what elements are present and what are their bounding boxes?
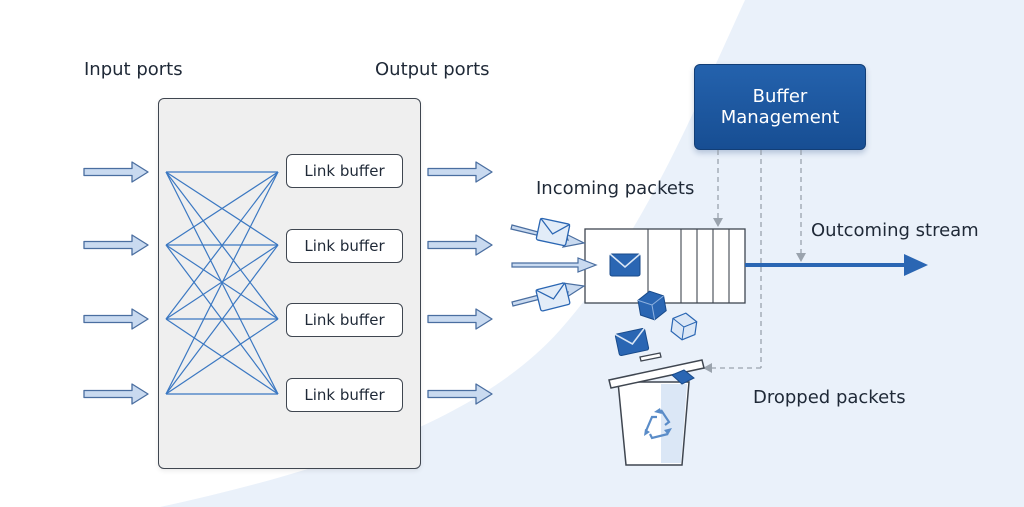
- dropped-packets-label: Dropped packets: [753, 387, 906, 408]
- crossbar-link: [165, 318, 279, 395]
- output-queue: [584, 228, 746, 304]
- crossbar-link: [165, 244, 279, 395]
- control-arrowheads: [703, 218, 806, 373]
- cube-icon: [637, 290, 667, 321]
- crossbar-link: [165, 171, 279, 246]
- crossbar-mesh: [165, 171, 279, 395]
- output-port-arrows: [427, 161, 493, 405]
- outcoming-stream-arrow: [745, 254, 928, 276]
- output-ports-label: Output ports: [375, 59, 490, 80]
- link-buffer-3: Link buffer: [286, 303, 403, 337]
- envelope-icon: [609, 253, 641, 277]
- input-ports-label: Input ports: [84, 59, 183, 80]
- trash-bin-icon: [608, 352, 705, 466]
- link-buffer-4: Link buffer: [286, 378, 403, 412]
- link-buffer-1: Link buffer: [286, 154, 403, 188]
- crossbar-link: [165, 171, 279, 320]
- recycle-icon: [644, 408, 672, 440]
- cube-icon: [670, 312, 698, 341]
- envelope-icon: [535, 282, 571, 312]
- crossbar-link: [165, 171, 279, 395]
- buffer-management-box: Buffer Management: [694, 64, 866, 150]
- buffer-management-line2: Management: [720, 107, 840, 128]
- envelope-icon: [535, 217, 571, 247]
- buffer-management-control-lines: [710, 150, 802, 369]
- input-port-arrows: [83, 161, 149, 405]
- envelope-icon: [614, 327, 650, 357]
- outcoming-stream-label: Outcoming stream: [811, 220, 979, 241]
- buffer-management-line1: Buffer: [752, 86, 808, 107]
- link-buffer-2: Link buffer: [286, 229, 403, 263]
- incoming-packets-label: Incoming packets: [536, 178, 695, 199]
